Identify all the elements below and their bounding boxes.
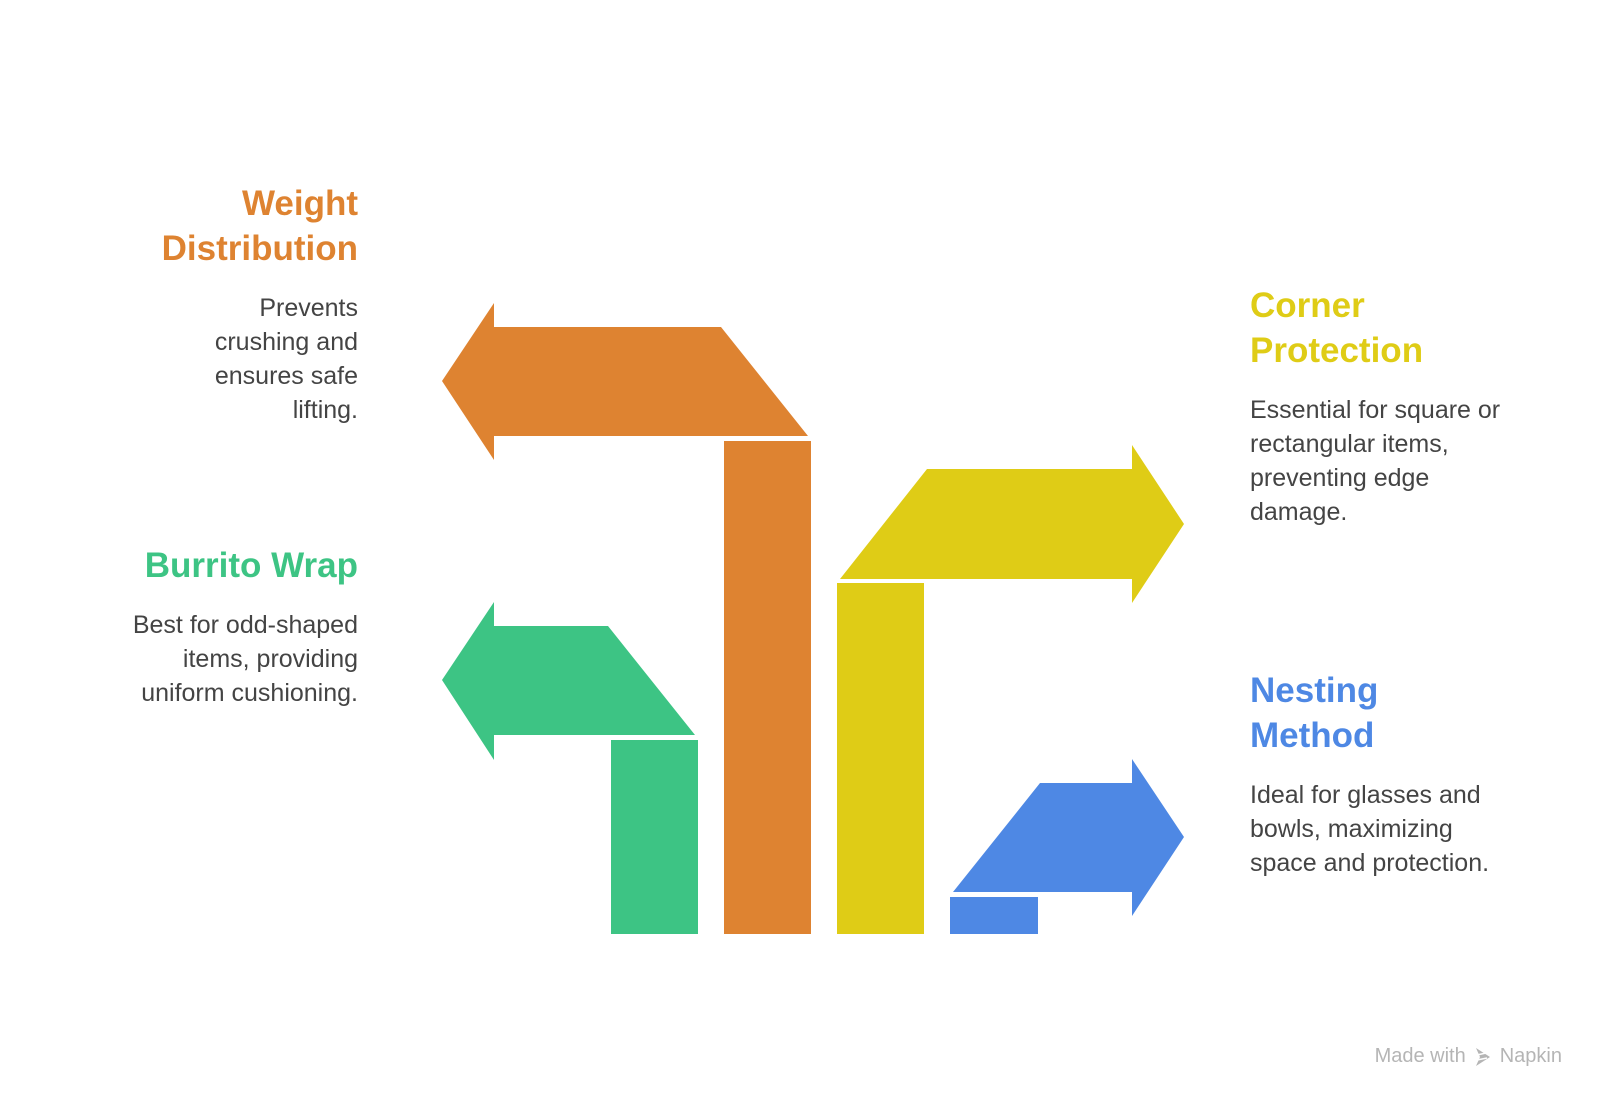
weight-distribution-arrow (442, 303, 808, 460)
burrito-wrap-column (611, 740, 698, 934)
corner-protection-column (837, 583, 924, 934)
nesting-method-block: Nesting Method Ideal for glasses and bow… (1250, 668, 1520, 880)
weight-distribution-column (724, 441, 811, 934)
made-with-label: Made with (1374, 1045, 1466, 1067)
nesting-method-description: Ideal for glasses and bowls, maximizing … (1250, 781, 1490, 877)
nesting-method-column (950, 897, 1038, 934)
napkin-logo-icon (1475, 1047, 1490, 1066)
title-line: Method (1250, 716, 1375, 755)
burrito-wrap-title: Burrito Wrap (144, 546, 358, 585)
nesting-method-arrow (953, 759, 1184, 916)
weight-distribution-description: Prevents crushing and ensures safe lifti… (214, 294, 358, 424)
napkin-brand-label: Napkin (1499, 1045, 1562, 1067)
burrito-wrap-block: Burrito Wrap Best for odd-shaped items, … (78, 543, 358, 710)
corner-protection-description: Essential for square or rectangular item… (1250, 396, 1501, 526)
corner-protection-arrow (840, 445, 1184, 603)
title-line: Weight (241, 184, 358, 223)
title-line: Corner (1250, 286, 1365, 325)
burrito-wrap-arrow (442, 602, 695, 760)
corner-protection-title: Corner Protection (1250, 283, 1520, 373)
corner-protection-block: Corner Protection Essential for square o… (1250, 283, 1520, 529)
title-line: Protection (1250, 331, 1424, 370)
nesting-method-title: Nesting Method (1250, 668, 1520, 758)
burrito-wrap-description: Best for odd-shaped items, providing uni… (132, 611, 358, 707)
made-with-napkin-footer: Made with Napkin (1375, 1045, 1562, 1068)
title-line: Nesting (1250, 671, 1379, 710)
title-line: Distribution (161, 229, 358, 268)
weight-distribution-title: Weight Distribution (128, 181, 358, 271)
weight-distribution-block: Weight Distribution Prevents crushing an… (128, 181, 358, 427)
